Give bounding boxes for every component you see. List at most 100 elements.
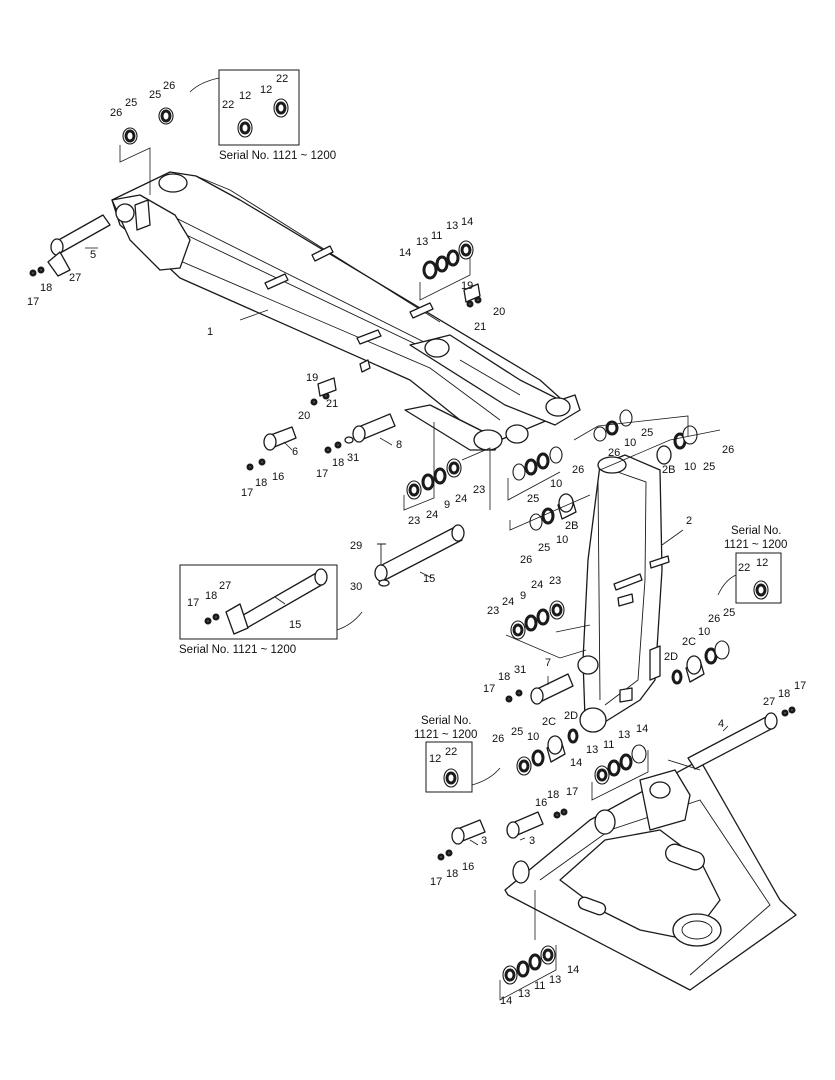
callout-12: 12 [756, 557, 768, 569]
callout-25: 25 [723, 607, 735, 619]
callout-10: 10 [684, 461, 696, 473]
callout-31: 31 [347, 452, 359, 464]
callout-27: 27 [763, 696, 775, 708]
callout-1: 1 [207, 326, 213, 338]
callout-14: 14 [636, 723, 648, 735]
callout-13: 13 [586, 744, 598, 756]
callout-17: 17 [316, 468, 328, 480]
callout-17: 17 [430, 876, 442, 888]
callout-9: 9 [444, 499, 450, 511]
callout-24: 24 [455, 493, 467, 505]
callout-26: 26 [163, 80, 175, 92]
callout-18: 18 [40, 282, 52, 294]
callout-2B: 2B [662, 464, 675, 476]
callout-10: 10 [550, 478, 562, 490]
callout-24: 24 [531, 579, 543, 591]
serial-note-top: Serial No. 1121 ~ 1200 [219, 150, 336, 162]
callout-18: 18 [446, 868, 458, 880]
callout-16: 16 [535, 797, 547, 809]
callout-23: 23 [487, 605, 499, 617]
callout-16: 16 [272, 471, 284, 483]
callout-25: 25 [511, 726, 523, 738]
callout-5: 5 [90, 249, 96, 261]
callout-8: 8 [396, 439, 402, 451]
callout-19: 19 [461, 280, 473, 292]
leader-lines [85, 145, 729, 1001]
callout-31: 31 [514, 664, 526, 676]
callout-2D: 2D [564, 710, 578, 722]
callout-11: 11 [534, 980, 545, 992]
callout-11: 11 [603, 739, 614, 751]
callout-26: 26 [722, 444, 734, 456]
callout-10: 10 [527, 731, 539, 743]
serial-note-bottom-line2: 1121 ~ 1200 [414, 729, 477, 741]
callout-17: 17 [187, 597, 199, 609]
callout-13: 13 [518, 988, 530, 1000]
callout-24: 24 [426, 509, 438, 521]
callout-23: 23 [549, 575, 561, 587]
seals-and-rings [122, 107, 730, 985]
callout-25: 25 [641, 427, 653, 439]
callout-21: 21 [474, 321, 486, 333]
pins [47, 214, 778, 845]
callout-20: 20 [493, 306, 505, 318]
callout-labels: 26 25 25 26 22 12 12 22 Serial No. 1121 … [27, 73, 806, 1007]
serial-note-left: Serial No. 1121 ~ 1200 [179, 644, 296, 656]
callout-16: 16 [462, 861, 474, 873]
serial-inset-boxes [179, 69, 782, 793]
callout-2B: 2B [565, 520, 578, 532]
callout-30: 30 [350, 581, 362, 593]
callout-22: 22 [738, 562, 750, 574]
callout-13: 13 [446, 220, 458, 232]
callout-13: 13 [549, 974, 561, 986]
arm-assembly [111, 171, 581, 451]
serial-note-right-line1: Serial No. [731, 525, 782, 537]
callout-26: 26 [708, 613, 720, 625]
callout-23: 23 [473, 484, 485, 496]
callout-17: 17 [566, 786, 578, 798]
callout-14: 14 [567, 964, 579, 976]
callout-22: 22 [276, 73, 288, 85]
callout-10: 10 [624, 437, 636, 449]
callout-11: 11 [431, 230, 442, 242]
callout-10: 10 [698, 626, 710, 638]
callout-25: 25 [538, 542, 550, 554]
callout-12: 12 [239, 90, 251, 102]
callout-2C: 2C [542, 716, 556, 728]
callout-18: 18 [547, 789, 559, 801]
callout-12: 12 [429, 753, 441, 765]
callout-25: 25 [527, 493, 539, 505]
callout-4: 4 [718, 718, 724, 730]
callout-25: 25 [703, 461, 715, 473]
callout-24: 24 [502, 596, 514, 608]
fasteners [29, 266, 796, 861]
callout-18: 18 [255, 477, 267, 489]
callout-26: 26 [520, 554, 532, 566]
callout-14: 14 [500, 995, 512, 1007]
callout-2: 2 [686, 515, 692, 527]
callout-6: 6 [292, 446, 298, 458]
callout-17: 17 [241, 487, 253, 499]
callout-26: 26 [110, 107, 122, 119]
callout-9: 9 [520, 590, 526, 602]
callout-17: 17 [27, 296, 39, 308]
callout-3: 3 [481, 835, 487, 847]
callout-13: 13 [416, 236, 428, 248]
callout-10: 10 [556, 534, 568, 546]
callout-19: 19 [306, 372, 318, 384]
callout-21: 21 [326, 398, 338, 410]
callout-13: 13 [618, 729, 630, 741]
callout-25: 25 [149, 89, 161, 101]
callout-14: 14 [399, 247, 411, 259]
callout-2C: 2C [682, 636, 696, 648]
callout-22: 22 [445, 746, 457, 758]
callout-25: 25 [125, 97, 137, 109]
callout-26: 26 [608, 447, 620, 459]
callout-7: 7 [545, 657, 551, 669]
callout-29: 29 [350, 540, 362, 552]
callout-20: 20 [298, 410, 310, 422]
callout-18: 18 [498, 671, 510, 683]
callout-22: 22 [222, 99, 234, 111]
callout-14: 14 [461, 216, 473, 228]
